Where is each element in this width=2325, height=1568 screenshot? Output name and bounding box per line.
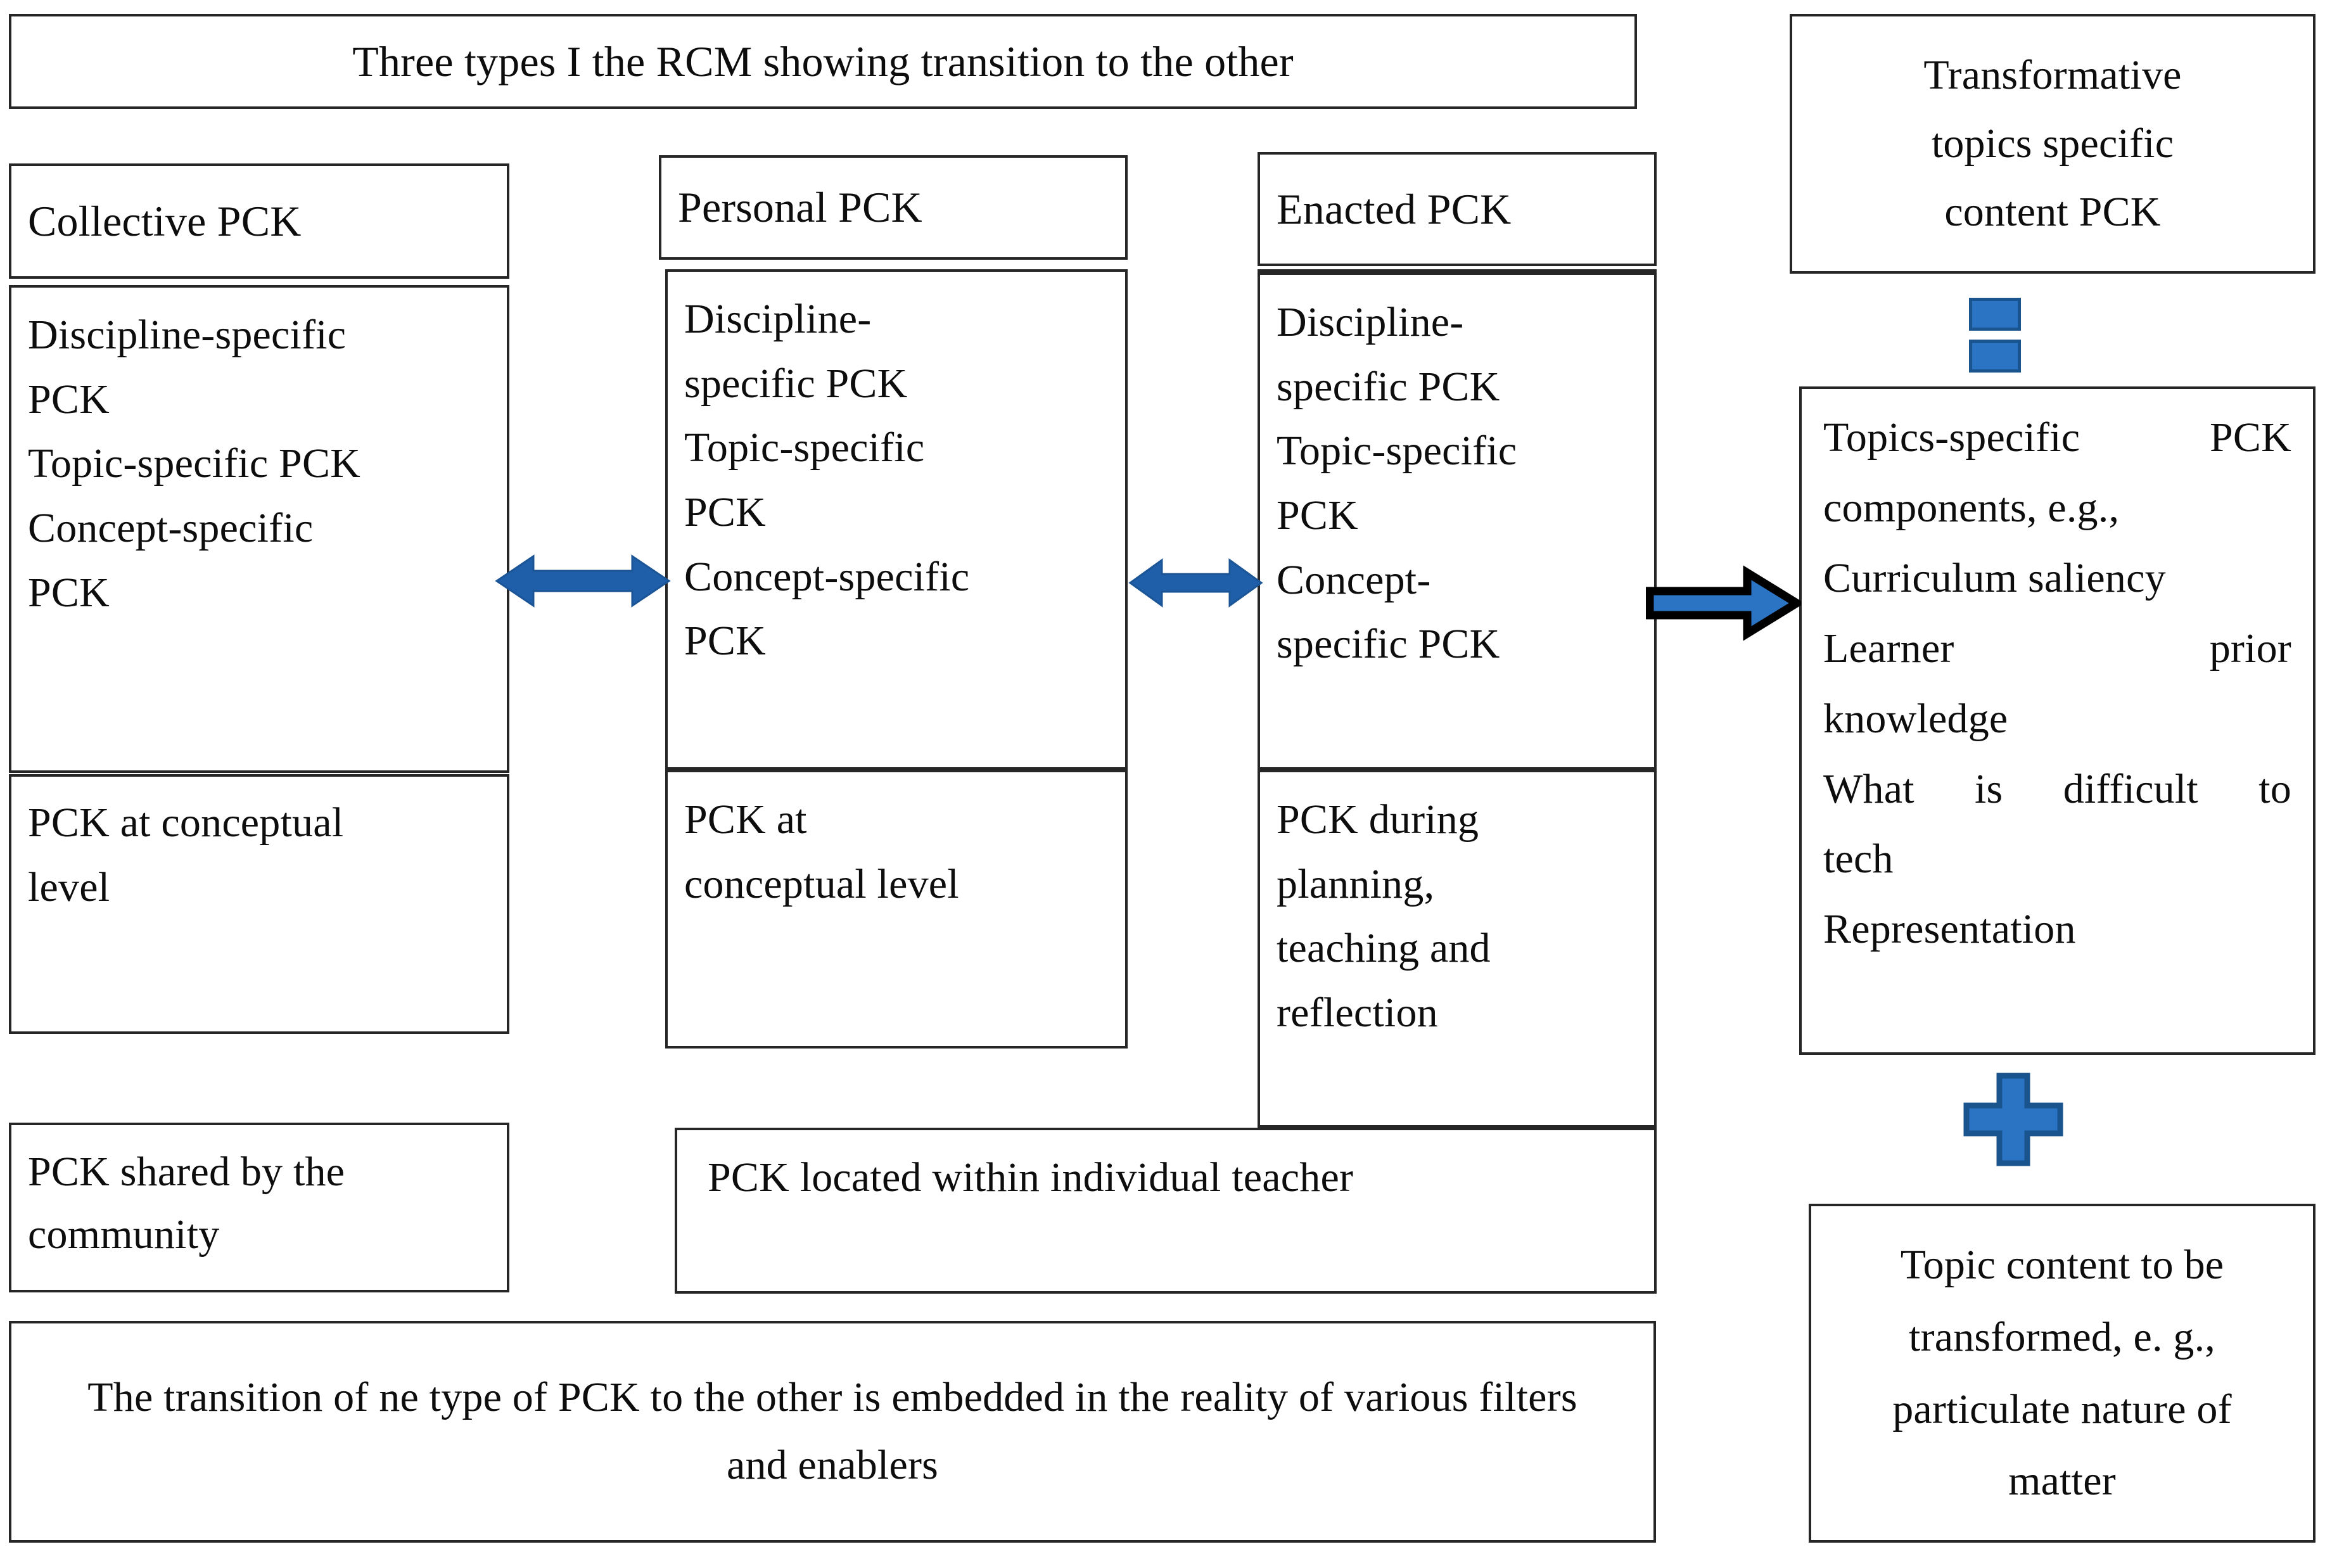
personal-pck-level: PCK at conceptual level (665, 770, 1128, 1049)
equals-icon-bar-bottom (1969, 340, 2021, 373)
collective-component-line: Topic-specific PCK (28, 440, 361, 487)
collective-pck-header-text: Collective PCK (28, 196, 302, 245)
topics-specific-components-box: Topics-specific PCK components, e.g., Cu… (1799, 386, 2315, 1055)
personal-component-line: PCK (684, 618, 766, 665)
topics-component-line: knowledge (1823, 695, 2008, 742)
personal-level-line: PCK at (684, 796, 807, 843)
personal-component-line: PCK (684, 489, 766, 536)
enacted-level-line: planning, (1277, 860, 1435, 907)
collective-pck-level: PCK at conceptual level (9, 774, 509, 1034)
topics-component-line: Topics-specific PCK (1823, 414, 2291, 461)
collective-pck-components: Discipline-specific PCK Topic-specific P… (9, 285, 509, 773)
transformative-line: Transformative (1923, 51, 2182, 98)
enacted-component-line: Topic-specific (1277, 428, 1517, 475)
topics-component-line: components, e.g., (1823, 484, 2120, 531)
topics-component-line: Learner prior (1823, 625, 2291, 672)
enacted-transformative-arrow (1646, 565, 1801, 641)
collective-component-line: PCK (28, 376, 110, 423)
title-banner: Three types I the RCM showing transition… (9, 14, 1637, 109)
topic-content-line: particulate nature of (1892, 1386, 2232, 1432)
collective-pck-header: Collective PCK (9, 163, 509, 279)
collective-level-line: PCK at conceptual (28, 800, 344, 846)
collective-component-line: Discipline-specific (28, 312, 347, 358)
collective-level-line: level (28, 864, 110, 910)
topics-component-line: What is difficult to (1823, 765, 2291, 812)
topic-content-line: matter (2008, 1458, 2116, 1505)
enacted-pck-header-text: Enacted PCK (1277, 184, 1512, 233)
topics-component-line: tech (1823, 836, 1894, 883)
footer-banner: The transition of ne type of PCK to the … (9, 1321, 1656, 1543)
enacted-pck-header: Enacted PCK (1258, 152, 1657, 266)
plus-icon (1963, 1072, 2064, 1167)
enacted-component-line: specific PCK (1277, 363, 1500, 410)
personal-pck-header-text: Personal PCK (678, 183, 922, 232)
personal-component-line: Discipline- (684, 296, 872, 342)
equals-icon-bar-top (1969, 298, 2021, 331)
topics-component-line: Curriculum saliency (1823, 554, 2166, 601)
personal-enacted-arrow (1128, 551, 1264, 615)
topic-content-line: transformed, e. g., (1909, 1313, 2215, 1360)
transformative-line: content PCK (1944, 189, 2161, 236)
enacted-component-line: specific PCK (1277, 621, 1500, 668)
collective-component-line: PCK (28, 569, 110, 616)
enacted-component-line: Discipline- (1277, 299, 1464, 345)
collective-personal-arrow (494, 546, 672, 616)
personal-component-line: specific PCK (684, 360, 908, 407)
collective-pck-locus: PCK shared by the community (9, 1123, 509, 1292)
personal-locus-text: PCK located within individual teacher (708, 1154, 1354, 1201)
transformative-content-pck-box: Transformative topics specific content P… (1790, 14, 2315, 274)
personal-pck-components: Discipline- specific PCK Topic-specific … (665, 269, 1128, 770)
enacted-component-line: Concept- (1277, 556, 1431, 603)
enacted-pck-components: Discipline- specific PCK Topic-specific … (1258, 269, 1657, 770)
equals-icon (1969, 298, 2021, 373)
enacted-level-line: reflection (1277, 990, 1438, 1036)
collective-component-line: Concept-specific (28, 505, 314, 552)
personal-pck-locus: PCK located within individual teacher (675, 1128, 1657, 1294)
title-banner-text: Three types I the RCM showing transition… (352, 37, 1294, 86)
enacted-pck-level: PCK during planning, teaching and reflec… (1258, 770, 1657, 1128)
enacted-level-line: PCK during (1277, 796, 1479, 843)
personal-pck-header: Personal PCK (659, 155, 1128, 260)
transformative-line: topics specific (1931, 120, 2174, 167)
collective-locus-text: PCK shared by the community (28, 1149, 345, 1258)
personal-level-line: conceptual level (684, 860, 959, 907)
footer-banner-text: The transition of ne type of PCK to the … (87, 1374, 1577, 1488)
topic-content-transformed-box: Topic content to be transformed, e. g., … (1809, 1204, 2315, 1543)
enacted-component-line: PCK (1277, 492, 1358, 539)
topics-component-line: Representation (1823, 906, 2076, 953)
enacted-level-line: teaching and (1277, 925, 1491, 972)
personal-component-line: Topic-specific (684, 424, 925, 471)
personal-component-line: Concept-specific (684, 553, 970, 600)
topic-content-line: Topic content to be (1900, 1242, 2224, 1289)
